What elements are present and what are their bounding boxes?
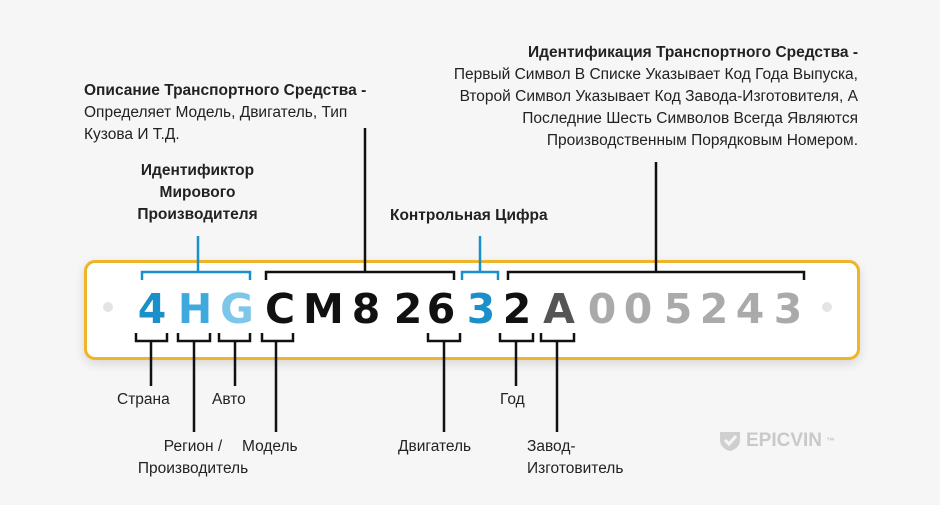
country-bracket	[134, 333, 169, 386]
vin-char: 2	[393, 285, 423, 333]
plant-bracket	[539, 333, 576, 432]
vin-char: H	[177, 285, 213, 333]
vds-desc: Определяет Модель, Двигатель, Тип Кузова…	[84, 104, 348, 143]
vin-char: 8	[351, 285, 381, 333]
region-bracket	[176, 333, 212, 432]
vin-char: C	[264, 285, 296, 333]
vin-char: G	[220, 285, 254, 333]
vin-char: 4	[137, 285, 167, 333]
model-bracket	[260, 333, 295, 432]
vin-char: 3	[773, 285, 803, 333]
vis-title: Идентификация Транспортного Средства -	[528, 44, 858, 61]
vis-label: Идентификация Транспортного Средства - Пе…	[450, 42, 858, 152]
model-label: Модель	[242, 438, 298, 455]
vin-char: 0	[623, 285, 653, 333]
vin-char: 4	[735, 285, 765, 333]
vds-label: Описание Транспортного Средства - Опреде…	[84, 80, 374, 146]
vin-plate	[84, 260, 860, 360]
year-label: Год	[500, 391, 525, 408]
vin-char: A	[543, 285, 575, 333]
vds-title: Описание Транспортного Средства -	[84, 82, 367, 99]
logo-tm: ™	[826, 436, 836, 446]
wmi-bracket	[140, 236, 252, 280]
plate-rivet	[103, 302, 113, 312]
auto-label: Авто	[212, 391, 246, 408]
year-bracket	[498, 333, 535, 386]
vin-char: M	[303, 285, 344, 333]
vin-char: 5	[663, 285, 693, 333]
shield-check-icon	[720, 432, 740, 451]
vin-char: 3	[466, 285, 496, 333]
vin-char: 2	[502, 285, 532, 333]
vin-char: 6	[426, 285, 456, 333]
vin-char: 2	[699, 285, 729, 333]
plate-rivet	[822, 302, 832, 312]
region-label: Регион / Производитель	[137, 438, 249, 477]
wmi-label: Идентификтор Мирового Производителя	[137, 162, 258, 223]
check-bracket	[460, 236, 500, 280]
country-label: Страна	[117, 391, 170, 408]
plant-label: Завод-Изготовитель	[527, 438, 624, 477]
vis-bracket	[506, 162, 806, 280]
engine-bracket	[426, 333, 462, 432]
vin-char: 0	[587, 285, 617, 333]
auto-bracket	[217, 333, 252, 386]
logo-text: EPICVIN	[746, 430, 823, 451]
vis-desc: Первый Символ В Списке Указывает Код Год…	[453, 66, 858, 149]
engine-label: Двигатель	[398, 438, 472, 455]
check-digit-label: Контрольная Цифра	[390, 207, 548, 224]
vds-bracket	[264, 128, 456, 280]
